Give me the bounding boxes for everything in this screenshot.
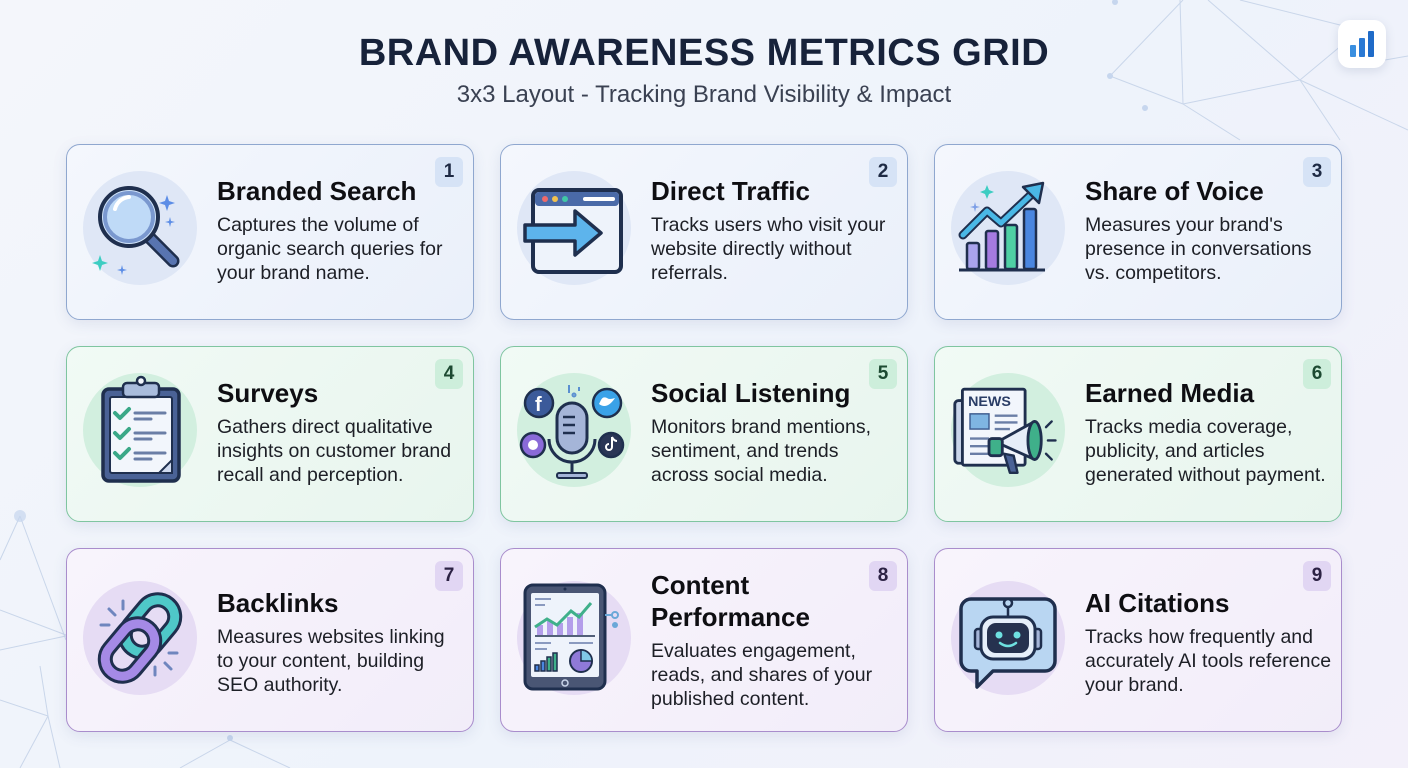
metric-card-branded-search[interactable]: Branded Search Captures the volume of or… [66, 144, 474, 320]
icon-backdrop [83, 171, 197, 285]
icon-backdrop [517, 581, 631, 695]
tablet-analytics-icon [523, 583, 619, 691]
facebook-icon: f [523, 387, 555, 419]
chain-link-icon [97, 592, 183, 684]
card-description: Evaluates engagement, reads, and shares … [651, 640, 873, 710]
card-description: Tracks users who visit your website dire… [651, 214, 886, 284]
metric-card-earned-media[interactable]: NEWS Earned Media Tracks media coverage,… [934, 346, 1342, 522]
chart-app-button[interactable] [1338, 20, 1386, 68]
card-description: Monitors brand mentions, sentiment, and … [651, 416, 872, 486]
icon-backdrop [951, 581, 1065, 695]
page-header: BRAND AWARENESS METRICS GRID 3x3 Layout … [0, 30, 1408, 110]
twitter-icon [591, 387, 623, 419]
card-number-badge: 9 [1303, 561, 1331, 591]
card-description: Measures websites linking to your conten… [217, 626, 445, 696]
icon-backdrop [951, 171, 1065, 285]
clipboard-checklist-icon [101, 375, 181, 483]
card-description: Tracks media coverage, publicity, and ar… [1085, 416, 1326, 486]
card-description: Measures your brand's presence in conver… [1085, 214, 1312, 284]
card-title: Surveys [217, 378, 319, 408]
growth-chart-icon [958, 181, 1045, 272]
card-title: Content Performance [651, 570, 810, 632]
card-title: Backlinks [217, 588, 339, 618]
card-number-badge: 3 [1303, 157, 1331, 187]
svg-text:f: f [535, 394, 542, 416]
page-subtitle: 3x3 Layout - Tracking Brand Visibility &… [456, 81, 952, 108]
newspaper-megaphone-icon: NEWS [953, 387, 1057, 474]
browser-arrow-icon [523, 188, 623, 274]
metric-card-backlinks[interactable]: Backlinks Measures websites linking to y… [66, 548, 474, 732]
metric-card-direct-traffic[interactable]: Direct Traffic Tracks users who visit yo… [500, 144, 908, 320]
microphone-social-icon: f [519, 385, 625, 479]
magnifying-glass-icon [92, 186, 180, 275]
icon-backdrop [83, 373, 197, 487]
icon-backdrop: f [517, 373, 631, 487]
community-icon [519, 431, 547, 459]
card-title: Share of Voice [1085, 176, 1264, 206]
card-number-badge: 1 [435, 157, 463, 187]
card-number-badge: 7 [435, 561, 463, 591]
metric-card-share-of-voice[interactable]: Share of Voice Measures your brand's pre… [934, 144, 1342, 320]
icon-backdrop [517, 171, 631, 285]
bar-chart-icon [1350, 31, 1374, 57]
card-number-badge: 4 [435, 359, 463, 389]
card-description: Gathers direct qualitative insights on c… [217, 416, 452, 486]
card-title: Earned Media [1085, 378, 1255, 408]
card-title: Branded Search [217, 176, 417, 206]
metric-card-content-performance[interactable]: Content Performance Evaluates engagement… [500, 548, 908, 732]
card-number-badge: 6 [1303, 359, 1331, 389]
card-number-badge: 5 [869, 359, 897, 389]
card-title: Social Listening [651, 378, 851, 408]
icon-backdrop [83, 581, 197, 695]
card-number-badge: 2 [869, 157, 897, 187]
metrics-grid: Branded Search Captures the volume of or… [66, 144, 1342, 732]
icon-backdrop: NEWS [951, 373, 1065, 487]
card-title: Direct Traffic [651, 176, 810, 206]
page-title: BRAND AWARENESS METRICS GRID [358, 32, 1050, 74]
card-description: Captures the volume of organic search qu… [217, 214, 443, 284]
card-title: AI Citations [1085, 588, 1230, 618]
tiktok-icon [597, 431, 625, 459]
card-description: Tracks how frequently and accurately AI … [1085, 626, 1332, 696]
svg-text:NEWS: NEWS [968, 394, 1011, 410]
metric-card-ai-citations[interactable]: AI Citations Tracks how frequently and a… [934, 548, 1342, 732]
card-number-badge: 8 [869, 561, 897, 591]
robot-chat-icon [959, 597, 1057, 689]
metric-card-surveys[interactable]: Surveys Gathers direct qualitative insig… [66, 346, 474, 522]
metric-card-social-listening[interactable]: f Social Listening Monitors brand mentio… [500, 346, 908, 522]
